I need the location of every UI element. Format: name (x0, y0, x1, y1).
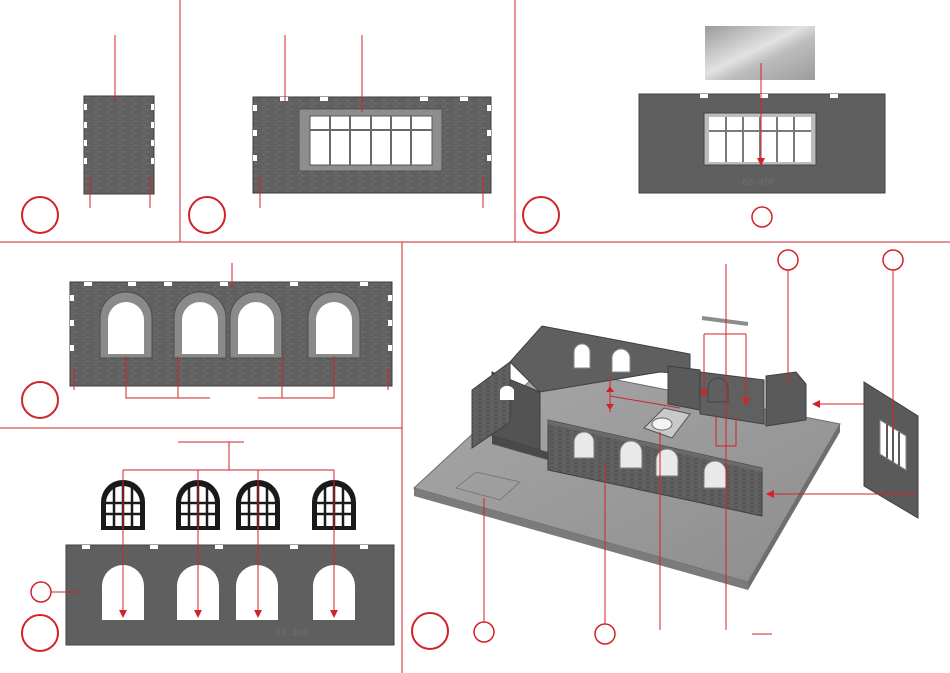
step-5-small-callout (31, 582, 51, 602)
embossed-code: -68-40P (737, 178, 776, 188)
pillar-wall-part (84, 96, 154, 194)
step-4-panel (22, 263, 392, 418)
embossed-code: -68-40P (270, 629, 309, 639)
step-6-number-circle (412, 613, 448, 649)
step-4-number-circle (22, 382, 58, 418)
smooth-wall-part: -68-40P (639, 94, 885, 193)
step-6-small-callout (883, 250, 903, 270)
step-3-number-circle (523, 197, 559, 233)
loose-window-wall-part (864, 382, 918, 518)
glazing-sheet-part (705, 26, 815, 80)
step-2-number-circle (189, 197, 225, 233)
step-3-small-callout (752, 207, 772, 227)
step-5-number-circle (22, 615, 58, 651)
step-6-small-callout (595, 624, 615, 644)
arched-window-wall-part (70, 282, 392, 386)
step-1-panel (22, 35, 154, 233)
step-5-panel: -68-40P (22, 442, 394, 651)
smooth-arched-wall-part: -68-40P (66, 545, 394, 645)
step-6-panel (412, 250, 918, 649)
arched-window-frames-part (101, 480, 356, 530)
step-2-panel (189, 35, 491, 233)
step-3-panel: -68-40P (523, 26, 885, 233)
step-1-number-circle (22, 197, 58, 233)
step-6-small-callout (474, 622, 494, 642)
step-6-small-callout (778, 250, 798, 270)
window-wall-part (253, 97, 491, 193)
